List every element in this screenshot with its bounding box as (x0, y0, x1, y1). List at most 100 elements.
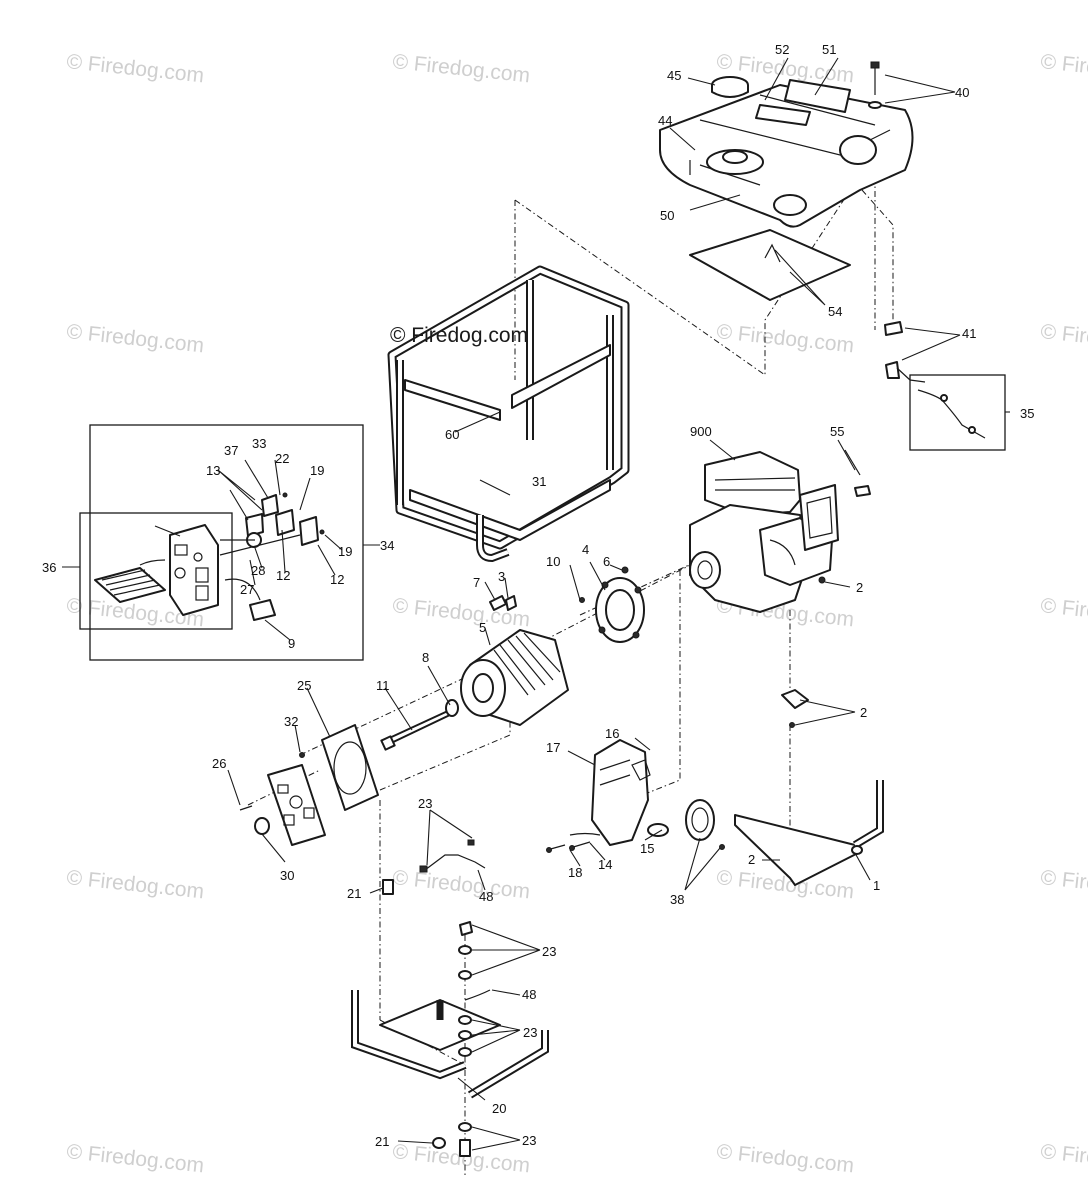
fuel-tank (659, 79, 914, 228)
label-4: 4 (582, 542, 589, 557)
label-25: 25 (297, 678, 311, 693)
copyright-notice: © Firedog.com (390, 324, 528, 347)
label-40: 40 (955, 85, 969, 100)
label-12a: 12 (276, 568, 290, 583)
label-60: 60 (445, 427, 459, 442)
part-labels: 40 45 44 52 51 50 54 41 35 900 55 2 2 2 … (42, 42, 1034, 1149)
wiring-harness (419, 839, 486, 873)
label-5: 5 (479, 620, 486, 635)
fuel-line-box (909, 374, 1006, 451)
label-55: 55 (830, 424, 844, 439)
label-54: 54 (828, 304, 842, 319)
control-panel-assembly-box (79, 424, 364, 661)
label-37: 37 (224, 443, 238, 458)
grommet-21 (382, 879, 394, 895)
label-16: 16 (605, 726, 619, 741)
label-23d: 23 (522, 1133, 536, 1148)
label-52: 52 (775, 42, 789, 57)
rotor-bolt (380, 699, 459, 751)
label-44: 44 (658, 113, 672, 128)
leader-lines (62, 57, 1010, 1151)
label-20: 20 (492, 1101, 506, 1116)
label-35: 35 (1020, 406, 1034, 421)
fuel-cap (711, 76, 749, 98)
fuel-valve (884, 321, 926, 383)
watermark: © Firedog.com (1039, 320, 1088, 357)
watermark: © Firedog.com (65, 50, 205, 87)
watermark: © Firedog.com (391, 50, 531, 87)
tank-bolt-and-washer (868, 61, 882, 109)
right-frame-cradle (734, 780, 884, 886)
watermark-layer: © Firedog.com © Firedog.com © Firedog.co… (65, 50, 1088, 1177)
tank-pad (689, 229, 851, 301)
label-10: 10 (546, 554, 560, 569)
label-17: 17 (546, 740, 560, 755)
watermark: © Firedog.com (65, 1140, 205, 1177)
control-panel (94, 524, 219, 616)
label-23b: 23 (542, 944, 556, 959)
muffler-guard (685, 799, 725, 850)
label-23a: 23 (418, 796, 432, 811)
label-27: 27 (240, 582, 254, 597)
label-2b: 2 (860, 705, 867, 720)
label-18: 18 (568, 865, 582, 880)
label-22: 22 (275, 451, 289, 466)
label-51: 51 (822, 42, 836, 57)
watermark: © Firedog.com (715, 320, 855, 357)
label-3: 3 (498, 569, 505, 584)
engine-adapter (595, 566, 645, 643)
label-14: 14 (598, 857, 612, 872)
watermark: © Firedog.com (715, 1140, 855, 1177)
label-9: 9 (288, 636, 295, 651)
watermark: © Firedog.com (1039, 594, 1088, 631)
brush-assembly (489, 595, 585, 611)
label-2a: 2 (856, 580, 863, 595)
label-6: 6 (603, 554, 610, 569)
label-33: 33 (252, 436, 266, 451)
label-8: 8 (422, 650, 429, 665)
watermark: © Firedog.com (65, 320, 205, 357)
label-11: 11 (376, 678, 390, 693)
rear-bearing-carrier (299, 724, 379, 811)
label-19a: 19 (310, 463, 324, 478)
label-12b: 12 (330, 572, 344, 587)
watermark: © Firedog.com (65, 866, 205, 903)
label-48b: 48 (522, 987, 536, 1002)
muffler (569, 739, 669, 846)
label-34: 34 (380, 538, 394, 553)
label-15: 15 (640, 841, 654, 856)
watermark: © Firedog.com (1039, 1140, 1088, 1177)
label-28: 28 (251, 563, 265, 578)
label-2c: 2 (748, 852, 755, 867)
stator-housing (460, 629, 569, 726)
label-31: 31 (532, 474, 546, 489)
label-50: 50 (660, 208, 674, 223)
engine (689, 449, 871, 613)
label-900: 900 (690, 424, 712, 439)
label-48a: 48 (479, 889, 493, 904)
rear-cover (239, 764, 326, 846)
label-36: 36 (42, 560, 56, 575)
panel-switches (219, 492, 325, 621)
watermark: © Firedog.com (1039, 866, 1088, 903)
watermark: © Firedog.com (1039, 50, 1088, 87)
label-26: 26 (212, 756, 226, 771)
label-32: 32 (284, 714, 298, 729)
label-23c: 23 (523, 1025, 537, 1040)
label-19b: 19 (338, 544, 352, 559)
label-41: 41 (962, 326, 976, 341)
label-21a: 21 (347, 886, 361, 901)
label-7: 7 (473, 575, 480, 590)
muffler-bolts (546, 841, 591, 853)
label-13: 13 (206, 463, 220, 478)
main-frame (387, 265, 630, 563)
label-45: 45 (667, 68, 681, 83)
label-1: 1 (873, 878, 880, 893)
lower-frame-kit (351, 921, 549, 1157)
label-30: 30 (280, 868, 294, 883)
watermark: © Firedog.com (391, 866, 531, 903)
label-38: 38 (670, 892, 684, 907)
label-21b: 21 (375, 1134, 389, 1149)
